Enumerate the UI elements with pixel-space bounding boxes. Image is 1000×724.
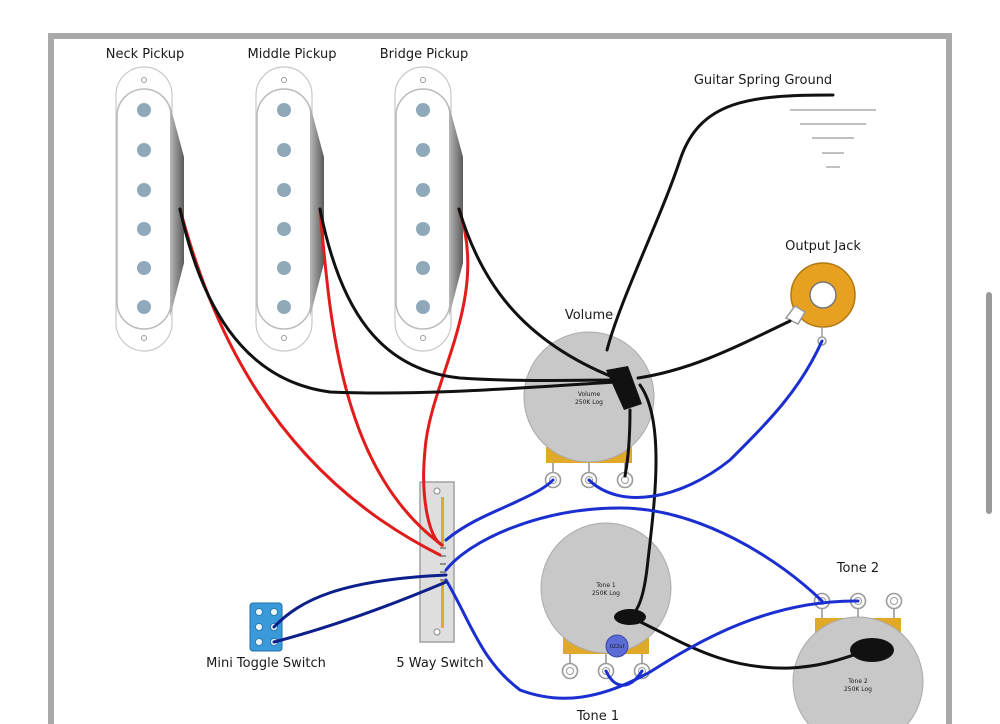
output-jack xyxy=(784,262,856,346)
volume-to-jack-wire xyxy=(587,339,824,499)
ground-symbol xyxy=(790,109,876,168)
five-way-label: 5 Way Switch xyxy=(396,656,483,671)
middle-hot-wire xyxy=(318,207,444,547)
toggle-wire-2 xyxy=(272,580,448,644)
ground-wires xyxy=(178,93,872,670)
bridge-pickup-label: Bridge Pickup xyxy=(380,47,468,62)
tone2-solder-blob xyxy=(850,638,894,662)
switch-to-tone1-wire xyxy=(444,578,860,700)
volume-pot: Volume 250K Log xyxy=(523,331,655,489)
mini-toggle-switch xyxy=(249,602,283,652)
tone1-solder-blob xyxy=(614,609,646,625)
volume-solder-blob xyxy=(606,366,642,410)
volume-pot-value: 250K Log xyxy=(575,399,603,406)
switch-to-tone2-wire xyxy=(444,506,824,603)
spring-ground-wire xyxy=(605,93,835,352)
tone2-pot-name: Tone 2 xyxy=(847,678,868,685)
tone2-label: Tone 2 xyxy=(836,561,879,576)
bridge-ground-wire xyxy=(457,207,617,380)
volume-label: Volume xyxy=(565,308,613,323)
neck-ground-wire xyxy=(178,207,617,395)
tone1-label: Tone 1 xyxy=(576,709,619,724)
capacitor: 022uf xyxy=(605,634,629,658)
tone1-pot-name: Tone 1 xyxy=(595,582,616,589)
neck-pickup-label: Neck Pickup xyxy=(106,47,184,62)
volume-lug-ground xyxy=(623,408,632,478)
switch-to-volume-wire xyxy=(444,478,555,542)
toggle-wires xyxy=(272,573,448,644)
output-jack-label: Output Jack xyxy=(785,239,861,254)
tone2-pot-value: 250K Log xyxy=(844,686,872,693)
tone-ground-wire xyxy=(628,383,658,619)
middle-pickup-label: Middle Pickup xyxy=(247,47,336,62)
middle-ground-wire xyxy=(318,207,617,382)
signal-wires xyxy=(444,339,860,700)
bridge-hot-wire xyxy=(422,207,470,547)
tone1-pot-value: 250K Log xyxy=(592,590,620,597)
tone-cap-wire xyxy=(628,615,872,670)
scrollbar-thumb[interactable] xyxy=(986,292,992,514)
capacitor-label: 022uf xyxy=(610,644,625,650)
toggle-wire-1 xyxy=(272,573,448,629)
mini-toggle-label: Mini Toggle Switch xyxy=(206,656,326,671)
spring-ground-label: Guitar Spring Ground xyxy=(694,73,832,88)
jack-ground-wire xyxy=(636,319,792,380)
tone1-lug-wire xyxy=(604,669,644,687)
volume-pot-name: Volume xyxy=(578,391,601,398)
